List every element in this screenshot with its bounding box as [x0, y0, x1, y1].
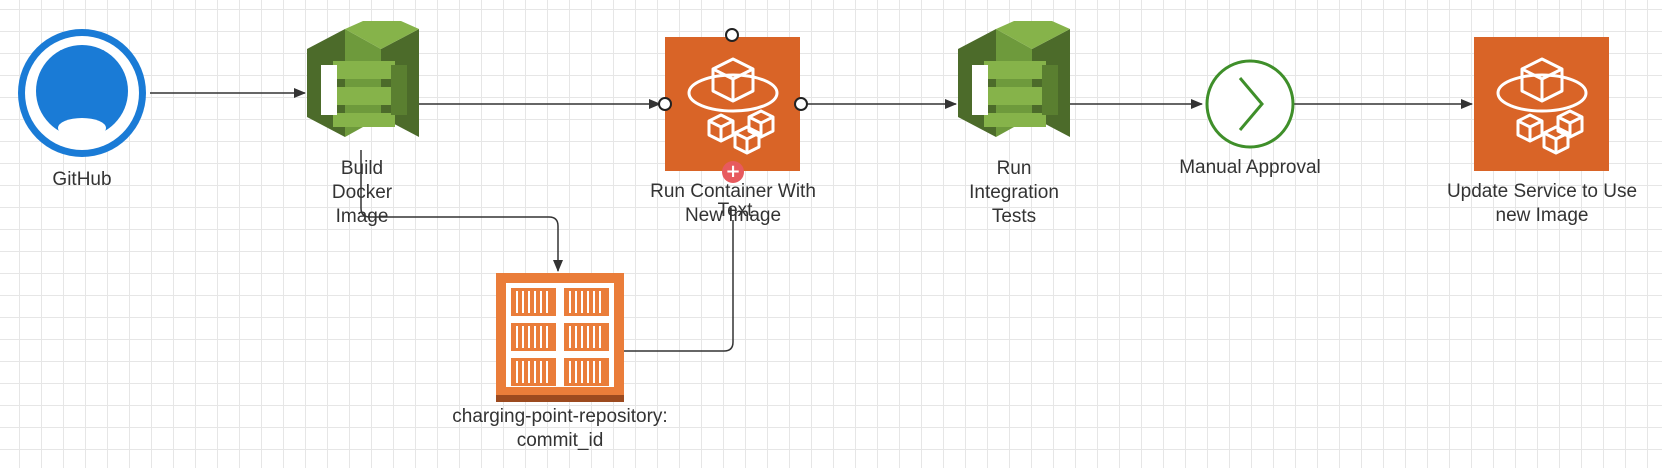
aws-codebuild-icon[interactable] — [307, 21, 419, 137]
update-service-label: Update Service to Use new Image — [1446, 181, 1638, 226]
build-docker-image-label: Build Docker Image — [331, 158, 393, 227]
manual-approval-label: Manual Approval — [1179, 157, 1321, 178]
repository-label: charging-point-repository: commit_id — [452, 406, 668, 451]
aws-fargate-icon[interactable] — [665, 37, 800, 171]
selection-handle-top[interactable] — [725, 28, 739, 42]
aws-fargate-icon[interactable] — [1474, 37, 1609, 171]
run-integration-tests-label: Run Integration Tests — [969, 158, 1059, 227]
aws-ecr-repository-icon[interactable] — [496, 273, 624, 402]
connector-build-to-repository[interactable] — [360, 150, 563, 272]
selection-handle-left[interactable] — [658, 97, 672, 111]
connector-repository-to-run-container[interactable] — [623, 220, 734, 352]
github-label: GitHub — [52, 169, 112, 190]
run-container-label: Run Container With New Image — [650, 181, 816, 226]
approval-chevron-icon[interactable] — [1205, 59, 1295, 149]
aws-codebuild-icon[interactable] — [958, 21, 1070, 137]
add-connection-button[interactable]: + — [722, 161, 744, 183]
overlay-text-label[interactable]: Text — [717, 200, 753, 221]
github-icon[interactable] — [18, 29, 146, 157]
selection-handle-right[interactable] — [794, 97, 808, 111]
